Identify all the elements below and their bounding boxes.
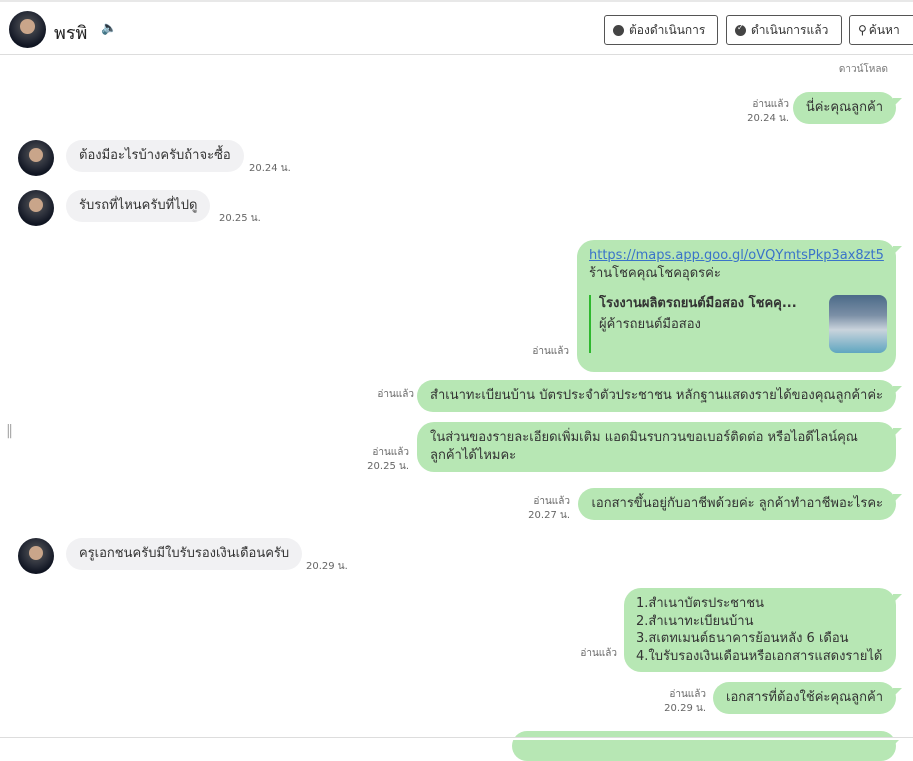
download-link[interactable]: ดาวน์โหลด — [838, 64, 888, 75]
message-meta: อ่านแล้ว — [532, 346, 569, 357]
message-bubble: รับรถที่ไหนครับที่ไปดู — [66, 190, 211, 222]
message-time: 20.25 น. — [219, 213, 261, 224]
message-bubble — [512, 731, 902, 761]
message-bubble: เอกสารที่ต้องใช้ค่ะคุณลูกค้า — [713, 682, 902, 714]
message-bubble: ในส่วนของรายละเอียดเพิ่มเติม แอดมินรบกวน… — [417, 422, 902, 472]
message-time: 20.24 น. — [249, 163, 291, 174]
search-button[interactable]: ⚲ค้นหา — [849, 15, 913, 45]
avatar[interactable] — [9, 11, 46, 48]
map-link[interactable]: https://maps.app.goo.gl/oVQYmtsPkp3ax8zt… — [589, 248, 884, 263]
resize-handle[interactable]: ‖ — [6, 423, 13, 439]
message-meta: อ่านแล้ว — [580, 648, 617, 659]
card-subtitle: ผู้ค้ารถยนต์มือสอง — [599, 317, 701, 332]
todo-button[interactable]: ต้องดำเนินการ — [604, 15, 718, 45]
todo-label: ต้องดำเนินการ — [629, 22, 706, 37]
check-bubble-icon — [735, 23, 746, 36]
chat-bubble-icon — [613, 24, 624, 36]
message-bubble: เอกสารขึ้นอยู่กับอาชีพด้วยค่ะ ลูกค้าทำอา… — [578, 488, 902, 520]
done-button[interactable]: ดำเนินการแล้ว — [726, 15, 842, 45]
message-bubble: สำเนาทะเบียนบ้าน บัตรประจำตัวประชาชน หลั… — [417, 380, 902, 412]
message-time: 20.29 น. — [306, 561, 348, 572]
location-thumbnail — [829, 295, 887, 353]
speaker-icon[interactable]: 🔈 — [101, 21, 118, 36]
search-icon: ⚲ — [858, 23, 867, 37]
contact-name: พรพิ — [54, 23, 88, 44]
avatar[interactable] — [18, 190, 54, 226]
chat-header: พรพิ 🔈 ต้องดำเนินการ ดำเนินการแล้ว ⚲ค้นห… — [0, 0, 913, 55]
card-title: โรงงานผลิตรถยนต์มือสอง โชคคุ... — [599, 296, 797, 311]
message-bubble: ครูเอกชนครับมีใบรับรองเงินเดือนครับ — [66, 538, 303, 570]
message-bubble: ต้องมีอะไรบ้างครับถ้าจะซื้อ — [66, 140, 244, 172]
message-text: ร้านโชคคุณโชคอุดรค่ะ — [589, 266, 721, 281]
avatar[interactable] — [18, 538, 54, 574]
avatar[interactable] — [18, 140, 54, 176]
location-card[interactable]: โรงงานผลิตรถยนต์มือสอง โชคคุ... ผู้ค้ารถย… — [589, 295, 887, 353]
location-message: https://maps.app.goo.gl/oVQYmtsPkp3ax8zt… — [577, 240, 902, 372]
input-divider — [0, 737, 913, 740]
message-bubble: นี่ค่ะคุณลูกค้า — [792, 92, 903, 124]
message-meta: อ่านแล้ว — [377, 389, 414, 400]
search-label: ค้นหา — [868, 22, 900, 37]
done-label: ดำเนินการแล้ว — [751, 22, 829, 37]
